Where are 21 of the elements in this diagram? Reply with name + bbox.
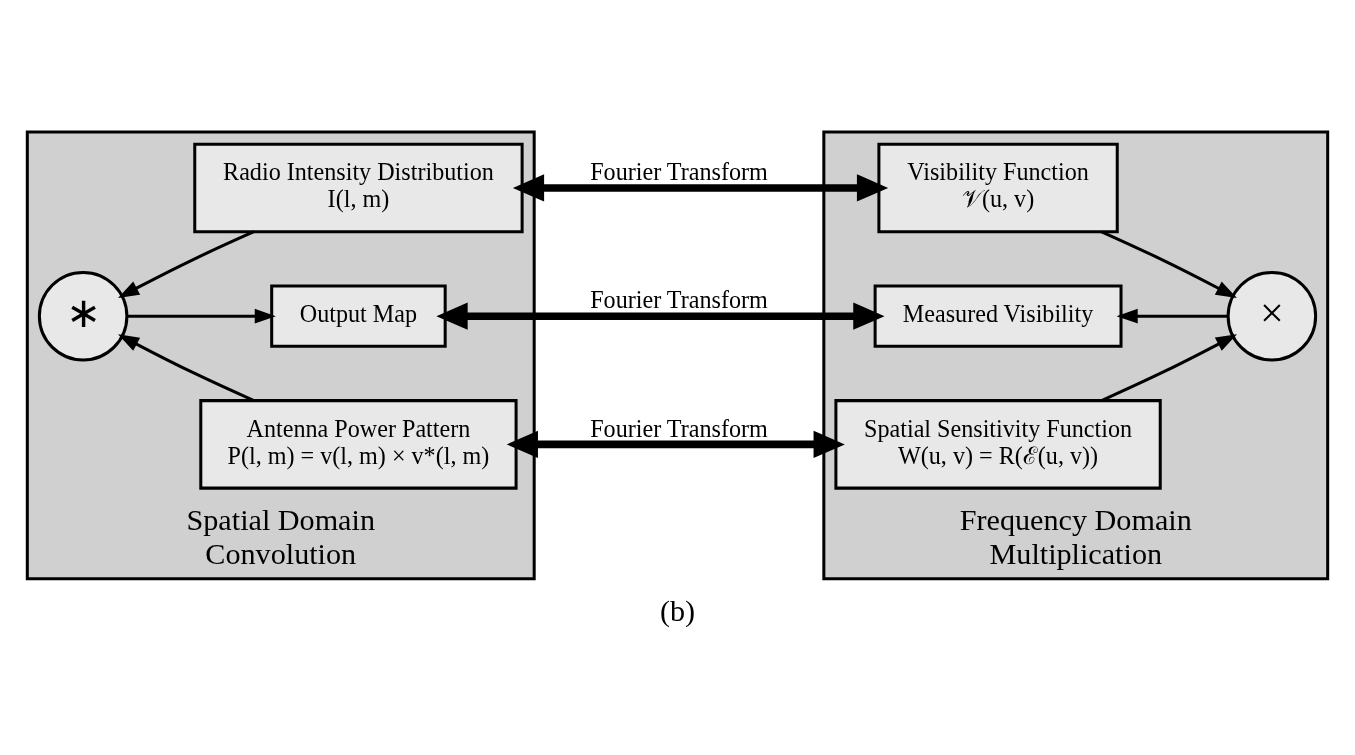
arrow [512, 173, 889, 202]
node-box: Radio Intensity Distribution I(l, m) [193, 142, 524, 233]
arrow [1100, 333, 1237, 402]
edge-label: Fourier Transform [590, 157, 768, 185]
arrow [436, 301, 885, 330]
node-circle: ∗ [37, 270, 129, 361]
node-box: Measured Visibility [873, 283, 1123, 348]
edge-label: Fourier Transform [590, 285, 768, 313]
arrow [118, 229, 255, 298]
node-box: Visibility Function 𝒱(u, v) [877, 142, 1119, 233]
arrow [1100, 229, 1237, 298]
node-circle: × [1226, 270, 1318, 361]
node-box: Output Map [270, 283, 447, 348]
caption: (b) [659, 593, 696, 628]
edge-label: Fourier Transform [590, 414, 768, 442]
arrow [118, 333, 255, 402]
arrow [127, 308, 276, 324]
arrow [506, 430, 845, 458]
node-box: Spatial Sensitivity Function W(u, v) = R(ℰ(u, v)) [834, 398, 1162, 490]
node-box: Antenna Power Pattern P(l, m) = v(l, m) × v*(l, m) [199, 398, 518, 490]
arrow [1116, 308, 1228, 324]
